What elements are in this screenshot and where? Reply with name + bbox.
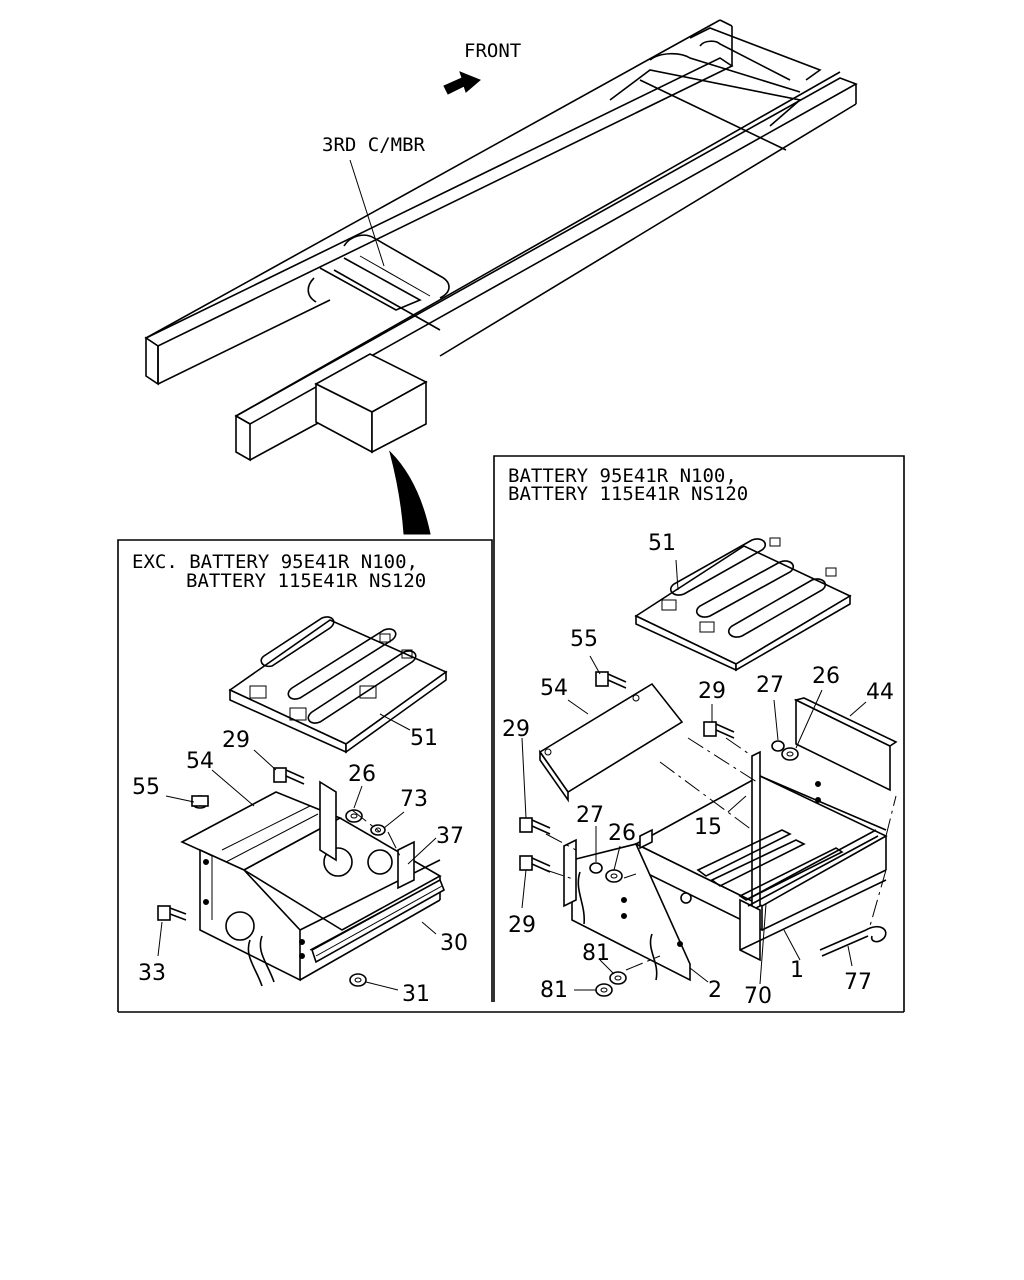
bracket-54-right: [538, 682, 684, 803]
bolt-33: [157, 905, 187, 921]
callout-77: 77: [844, 970, 872, 995]
left-panel: EXC. BATTERY 95E41R N100, BATTERY 115E41…: [117, 539, 904, 1013]
callout-27a-right: 27: [756, 673, 784, 698]
member-leader: [349, 159, 385, 267]
callout-55-left: 55: [132, 775, 160, 800]
callout-26-left: 26: [348, 762, 376, 787]
left-title-line2: BATTERY 115E41R NS120: [186, 570, 426, 592]
bolt-29c-right: [519, 855, 551, 873]
callout-37: 37: [436, 824, 464, 849]
bolt-55-right: [595, 671, 627, 689]
callout-15: 15: [694, 815, 722, 840]
front-label: FRONT: [464, 40, 521, 62]
callout-55-right: 55: [570, 627, 598, 652]
callout-33: 33: [138, 961, 166, 986]
rail-30: [311, 878, 446, 964]
bolt-29b-right: [519, 817, 551, 835]
chassis-frame: [144, 19, 858, 462]
pointer-arrow-icon: [389, 450, 431, 535]
plate-44: [793, 697, 898, 792]
callout-51-left: 51: [410, 726, 438, 751]
callout-44: 44: [866, 680, 894, 705]
nut-31: [349, 973, 367, 987]
right-title-line1: BATTERY 95E41R N100,: [508, 465, 737, 487]
nut-81b: [595, 983, 613, 997]
battery-tray-left: [180, 780, 442, 987]
right-title-line2: BATTERY 115E41R NS120: [508, 483, 748, 505]
nut-26a: [781, 747, 799, 761]
nut-81a: [609, 971, 627, 985]
callout-81b: 81: [540, 978, 568, 1003]
callout-31: 31: [402, 982, 430, 1007]
bolt-29a-right: [703, 721, 735, 739]
callout-54-left: 54: [186, 749, 214, 774]
callout-27b-right: 27: [576, 803, 604, 828]
member-label: 3RD C/MBR: [322, 134, 426, 156]
left-title-line1: EXC. BATTERY 95E41R N100,: [132, 551, 418, 573]
callout-26a-right: 26: [812, 664, 840, 689]
right-panel: BATTERY 95E41R N100, BATTERY 115E41R NS1…: [493, 455, 905, 1012]
front-arrow-icon: [443, 71, 481, 95]
callout-2: 2: [708, 978, 722, 1003]
right-leaders: [521, 559, 897, 991]
callout-81a: 81: [582, 941, 610, 966]
callout-29a-right: 29: [698, 679, 726, 704]
callout-73: 73: [400, 787, 428, 812]
washer-27b: [589, 862, 603, 874]
rod-70: [745, 829, 877, 901]
nut-26b: [605, 869, 623, 883]
callout-54-right: 54: [540, 676, 568, 701]
callout-70: 70: [744, 984, 772, 1009]
left-leaders: [157, 713, 437, 991]
battery-box: [314, 353, 428, 454]
callout-29-left: 29: [222, 728, 250, 753]
callout-30: 30: [440, 931, 468, 956]
hook-bolt-77: [819, 925, 887, 957]
bolt-29-left: [273, 767, 305, 785]
battery-cover-51-left: [228, 616, 448, 754]
callout-29b-right: 29: [502, 717, 530, 742]
battery-cover-51-right: [634, 537, 852, 672]
callout-26b-right: 26: [608, 821, 636, 846]
battery-tray-right: [563, 750, 888, 982]
nut-26-left: [345, 809, 363, 823]
callout-29c-right: 29: [508, 913, 536, 938]
washer-27a: [771, 740, 785, 752]
nut-55-left: [191, 795, 209, 809]
callout-51-right: 51: [648, 531, 676, 556]
callout-1: 1: [790, 958, 804, 983]
